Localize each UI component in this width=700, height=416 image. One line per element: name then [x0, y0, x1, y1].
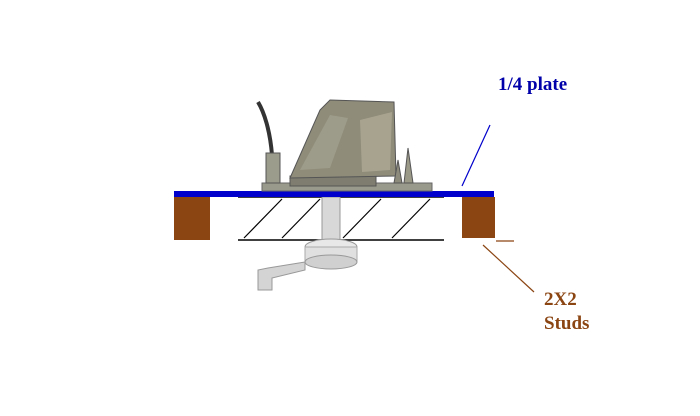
studs-label-line2: Studs: [544, 313, 590, 334]
stud-right: [462, 197, 495, 238]
mount-device: [256, 99, 433, 192]
crank-mechanism: [257, 196, 358, 291]
studs-label-line1: 2X2: [544, 289, 577, 310]
stud-pointer-line: [482, 244, 535, 293]
hatched-ceiling-section: [238, 196, 444, 241]
stud-left: [174, 197, 210, 240]
plate-pointer-line: [461, 124, 491, 187]
plate-label: 1/4 plate: [498, 74, 568, 95]
quarter-inch-plate: [174, 191, 494, 197]
